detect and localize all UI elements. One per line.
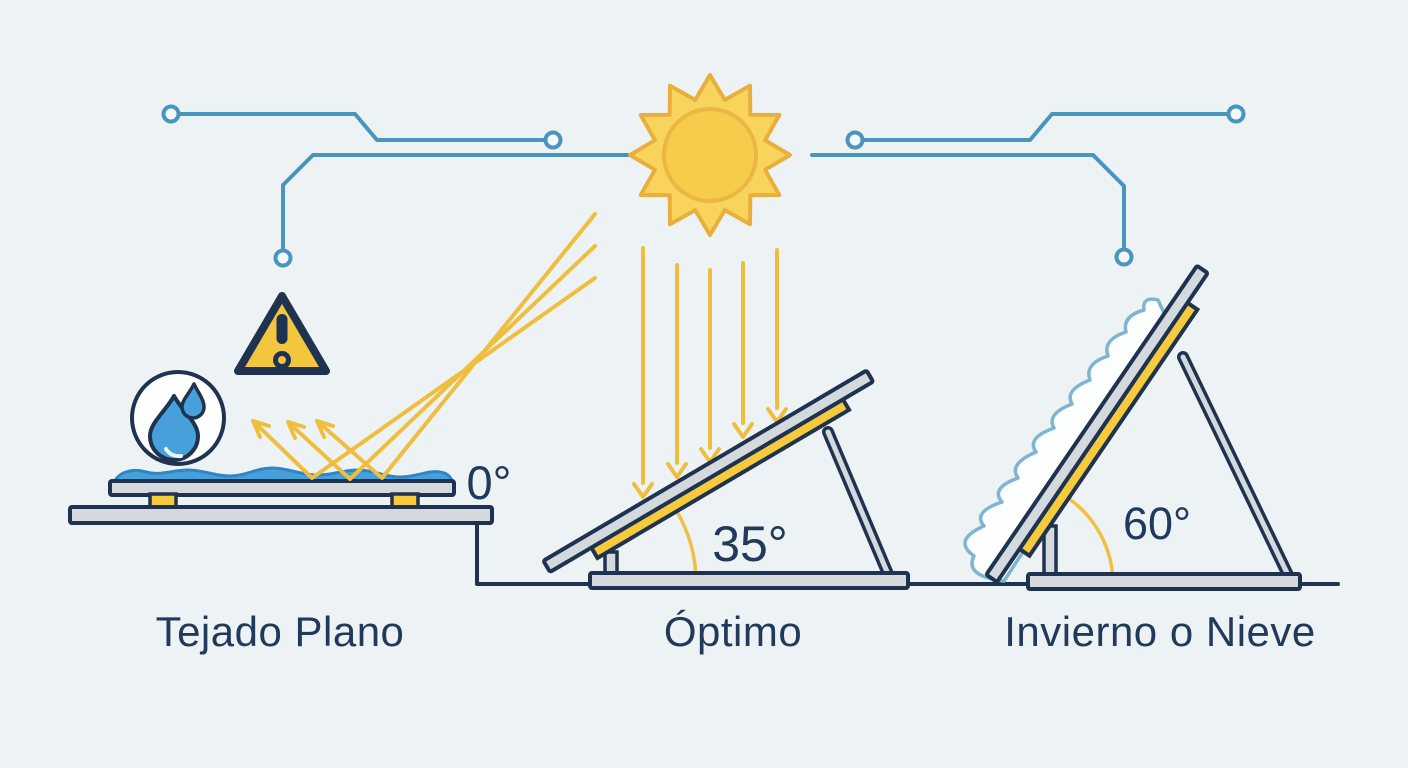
small-drop bbox=[180, 382, 206, 420]
tilted-panel-60 bbox=[985, 264, 1209, 584]
warning-exclamation-dot bbox=[273, 351, 291, 369]
circuit-trace-mid-left bbox=[281, 153, 632, 257]
big-drop bbox=[148, 394, 200, 462]
label-flat-roof: Tejado Plano bbox=[156, 608, 405, 655]
label-optimal: Óptimo bbox=[664, 608, 802, 655]
sun-ray-arrowhead bbox=[666, 462, 688, 479]
angle-value-flat-roof: 0° bbox=[467, 456, 512, 509]
base-bar bbox=[1026, 572, 1302, 591]
drop-highlight bbox=[164, 447, 183, 459]
circuit-node-icon bbox=[273, 248, 293, 268]
label-winter: Invierno o Nieve bbox=[1004, 608, 1316, 655]
strut bbox=[825, 429, 891, 577]
panel-body bbox=[542, 369, 875, 574]
reflection-arrowhead bbox=[251, 419, 271, 439]
circuit-trace-top-left bbox=[169, 112, 553, 142]
circuit-node-icon bbox=[161, 104, 181, 124]
circuit-node-icon bbox=[1114, 247, 1134, 267]
angle-value-winter: 60° bbox=[1123, 498, 1191, 549]
base-bar bbox=[588, 571, 910, 590]
circuit-trace-mid-right bbox=[810, 153, 1126, 249]
flat-roof-platform bbox=[68, 505, 494, 525]
reflection-ray bbox=[251, 276, 597, 480]
panel-body bbox=[985, 264, 1209, 584]
sun-ray-arrow-icon bbox=[632, 246, 788, 499]
sun-ray-arrowhead bbox=[732, 422, 754, 439]
sun-core bbox=[662, 107, 758, 203]
tilted-panel-35 bbox=[542, 369, 875, 574]
optimal-panel-assembly: 35° bbox=[542, 369, 910, 590]
circuit-trace-top-right bbox=[855, 112, 1234, 142]
circuit-trace-icon bbox=[169, 112, 1234, 257]
reflection-ray bbox=[286, 244, 597, 481]
reflection-arrowhead bbox=[315, 419, 335, 439]
water-drops-icon bbox=[130, 370, 226, 466]
winter-panel-assembly: 60° bbox=[963, 264, 1302, 591]
snow-icon bbox=[963, 297, 1172, 583]
reflection-arrow-icon bbox=[251, 212, 597, 481]
warning-triangle-icon bbox=[234, 292, 330, 375]
flat-panel bbox=[108, 479, 456, 497]
circuit-node-icon bbox=[161, 104, 1246, 268]
reflection-ray bbox=[315, 212, 597, 480]
circuit-node-icon bbox=[543, 130, 563, 150]
angle-value-optimal: 35° bbox=[712, 516, 788, 572]
reflection-arrowhead bbox=[286, 420, 306, 440]
warning-exclamation-bar bbox=[276, 314, 288, 344]
circuit-node-icon bbox=[1226, 104, 1246, 124]
circuit-node-icon bbox=[845, 130, 865, 150]
sun-icon bbox=[628, 73, 792, 237]
sun-ray-arrowhead bbox=[632, 482, 654, 499]
strut bbox=[1180, 354, 1291, 578]
